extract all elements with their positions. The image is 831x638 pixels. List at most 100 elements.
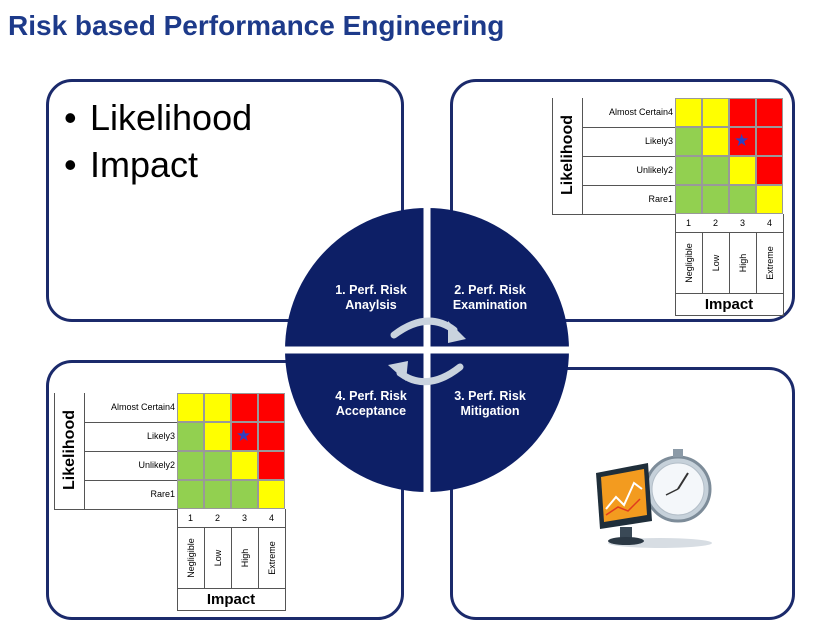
risk-cell xyxy=(231,422,258,451)
row-separator xyxy=(582,156,675,157)
column-number: 4 xyxy=(766,218,772,228)
column-label: Extreme xyxy=(266,541,277,575)
column-separator xyxy=(204,527,205,588)
row-label: Likely3 xyxy=(644,135,673,146)
row-label: Likely3 xyxy=(146,430,175,441)
risk-cell xyxy=(231,480,258,509)
column-label: Low xyxy=(710,254,721,272)
risk-cell xyxy=(204,451,231,480)
column-label: Negligible xyxy=(185,538,196,578)
row-separator xyxy=(84,422,177,423)
risk-cell xyxy=(231,393,258,422)
panel-top-left xyxy=(46,79,404,322)
risk-cell xyxy=(729,98,756,127)
row-separator xyxy=(84,509,177,510)
bullet-list: •Likelihood •Impact xyxy=(64,94,252,188)
risk-cell xyxy=(702,156,729,185)
risk-cell xyxy=(204,422,231,451)
risk-cell xyxy=(756,127,783,156)
matrix-frame-line xyxy=(285,509,286,611)
risk-cell xyxy=(729,127,756,156)
column-number: 1 xyxy=(187,513,193,523)
column-separator xyxy=(675,232,676,293)
column-separator xyxy=(258,527,259,588)
risk-cell xyxy=(177,422,204,451)
column-separator xyxy=(231,527,232,588)
risk-cell xyxy=(675,98,702,127)
risk-cell xyxy=(258,451,285,480)
column-label: Negligible xyxy=(683,243,694,283)
row-label: Rare1 xyxy=(150,488,175,499)
row-label: Almost Certain4 xyxy=(110,401,175,412)
risk-cell xyxy=(177,480,204,509)
risk-cell xyxy=(204,393,231,422)
star-icon: ★ xyxy=(734,131,750,150)
column-number: 4 xyxy=(268,513,274,523)
row-separator xyxy=(84,480,177,481)
risk-cell xyxy=(231,451,258,480)
matrix-frame-line xyxy=(783,214,784,316)
risk-cell xyxy=(258,480,285,509)
risk-cell xyxy=(729,185,756,214)
risk-cell xyxy=(702,98,729,127)
risk-cell xyxy=(177,451,204,480)
likelihood-axis-label: Likelihood xyxy=(559,115,576,195)
column-number: 1 xyxy=(685,218,691,228)
bullet-item: •Impact xyxy=(64,144,199,185)
risk-cell xyxy=(177,393,204,422)
impact-axis-label: Impact xyxy=(206,591,256,608)
risk-cell xyxy=(756,98,783,127)
column-label: Extreme xyxy=(764,246,775,280)
arrowhead-top xyxy=(448,321,466,343)
bullet-item: •Likelihood xyxy=(64,97,253,138)
star-icon: ★ xyxy=(236,426,252,445)
row-separator xyxy=(582,127,675,128)
row-separator xyxy=(582,185,675,186)
row-separator xyxy=(84,451,177,452)
column-label: High xyxy=(737,253,748,273)
likelihood-axis-label: Likelihood xyxy=(61,410,78,490)
row-label: Unlikely2 xyxy=(636,164,673,175)
risk-cell xyxy=(756,156,783,185)
impact-axis-label: Impact xyxy=(704,296,754,313)
risk-cell xyxy=(702,185,729,214)
risk-cell xyxy=(702,127,729,156)
column-number: 3 xyxy=(739,218,745,228)
row-separator xyxy=(582,214,675,215)
column-number: 2 xyxy=(712,218,718,228)
risk-cell xyxy=(258,422,285,451)
risk-cell xyxy=(675,127,702,156)
column-separator xyxy=(702,232,703,293)
column-number: 3 xyxy=(241,513,247,523)
matrix-frame-line xyxy=(675,293,783,294)
matrix-frame-line xyxy=(675,315,783,316)
risk-cell xyxy=(756,185,783,214)
risk-cell xyxy=(258,393,285,422)
column-separator xyxy=(729,232,730,293)
risk-cell xyxy=(729,156,756,185)
matrix-frame-line xyxy=(552,98,553,215)
risk-cell xyxy=(675,185,702,214)
row-label: Almost Certain4 xyxy=(608,106,673,117)
matrix-frame-line xyxy=(54,393,55,510)
column-separator xyxy=(177,527,178,588)
page-title: Risk based Performance Engineering xyxy=(8,10,505,41)
column-label: High xyxy=(239,548,250,568)
row-label: Rare1 xyxy=(648,193,673,204)
column-separator xyxy=(756,232,757,293)
cycle-arrows-icon xyxy=(388,317,466,386)
risk-cell xyxy=(675,156,702,185)
matrix-frame-line xyxy=(177,610,285,611)
row-label: Unlikely2 xyxy=(138,459,175,470)
risk-cell xyxy=(204,480,231,509)
matrix-frame-line xyxy=(177,588,285,589)
column-number: 2 xyxy=(214,513,220,523)
monitor-stopwatch-icon xyxy=(590,445,720,550)
